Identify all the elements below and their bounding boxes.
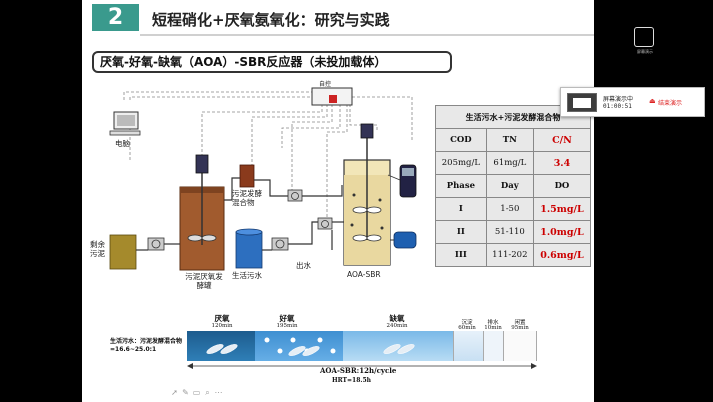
slide-subtitle: 厌氧-好氧-缺氧（AOA）-SBR反应器（未投加载体） [92, 51, 452, 73]
share-thumbnail[interactable] [567, 93, 597, 112]
sewage-tank [235, 228, 263, 269]
slide-title: 短程硝化+厌氧氨氧化：研究与实践 [152, 11, 390, 29]
share-status: 屏幕演示中 [603, 96, 634, 103]
anoxic-duration: 240min [386, 323, 408, 329]
pointer-icon[interactable]: ➚ [171, 388, 178, 397]
sludge-mix-label: 污泥发酵混合物 [232, 189, 262, 207]
air-pump [390, 231, 417, 249]
pen-icon[interactable]: ✎ [182, 388, 189, 397]
reactor-label: AOA-SBR [347, 270, 381, 279]
camera-label: 屏幕演示 [637, 49, 653, 54]
sewage-label: 生活污水 [232, 271, 262, 280]
aoa-sbr-reactor [343, 123, 391, 266]
computer-label: 电脑 [115, 139, 130, 148]
camera-panel: 屏幕演示 [594, 0, 713, 402]
settling-duration: 60min [458, 325, 476, 331]
table-row: I 1-50 1.5mg/L [435, 197, 592, 221]
stop-share-button[interactable]: 结束演示 [658, 100, 683, 107]
fermenter-tank [179, 154, 225, 271]
table-row: III 111-202 0.6mg/L [435, 243, 592, 267]
settling-label: 沉淀 [461, 320, 473, 326]
title-divider [140, 34, 594, 36]
aerobic-duration: 195min [276, 323, 298, 329]
cycle-arrow [187, 363, 537, 369]
slide-title-bar: 2 短程硝化+厌氧氨氧化：研究与实践 [82, 0, 594, 36]
anaerobic-duration: 120min [211, 323, 233, 329]
idle-phase [503, 331, 537, 361]
impeller-marks [206, 344, 415, 356]
zoom-icon[interactable]: ⌕ [205, 388, 210, 397]
mixing-ratio-label: 生活污水：污泥发酵混合物=16.6~25.0:1 [110, 338, 183, 353]
do-meter [387, 164, 417, 198]
cycle-length-label: AOA-SBR:12h/cycle [320, 366, 397, 375]
camera-icon[interactable] [634, 27, 654, 47]
influent-parameters-table: 生活污水+污泥发酵混合物 COD TN C/N 205mg/L 61mg/L 3… [435, 105, 592, 267]
share-timer: 01:00:51 [603, 103, 632, 110]
effluent-label: 出水 [296, 261, 311, 270]
screen-share-widget: 屏幕演示中 01:00:51 ⏏ 结束演示 [560, 87, 705, 117]
more-icon[interactable]: ⋯ [214, 388, 223, 397]
controller-icon [311, 87, 353, 106]
drain-label: 排水 [487, 320, 499, 326]
drain-phase [483, 331, 503, 361]
process-diagram [109, 87, 417, 271]
idle-label: 闲置 [514, 320, 526, 326]
hrt-label: HRT=18.5h [332, 377, 372, 384]
anoxic-label: 缺氧 [389, 314, 405, 323]
drain-duration: 10min [484, 325, 502, 331]
settling-phase [453, 331, 483, 361]
fermenter-label: 污泥厌氧发酵罐 [185, 272, 223, 290]
anaerobic-label: 厌氧 [214, 314, 230, 323]
computer-icon [109, 111, 141, 136]
table-row: 205mg/L 61mg/L 3.4 [435, 151, 592, 175]
table-row: II 51-110 1.0mg/L [435, 220, 592, 244]
sbr-cycle-timeline [187, 331, 537, 361]
excess-sludge-container [109, 234, 137, 270]
aerobic-label: 好氧 [279, 314, 295, 323]
presentation-slide: 2 短程硝化+厌氧氨氧化：研究与实践 厌氧-好氧-缺氧（AOA）-SBR反应器（… [82, 0, 594, 402]
pumps [147, 189, 333, 251]
table-row: COD TN C/N [435, 128, 592, 152]
table-row: Phase Day DO [435, 174, 592, 198]
idle-duration: 95min [511, 325, 529, 331]
slides-icon[interactable]: ▭ [192, 388, 201, 397]
aerobic-phase [255, 331, 343, 361]
sludge-mix-container [239, 164, 255, 188]
stop-share-icon: ⏏ [649, 97, 656, 105]
control-label: 自控 [319, 81, 332, 88]
section-number: 2 [92, 4, 139, 31]
excess-sludge-label: 剩余污泥 [90, 240, 105, 258]
